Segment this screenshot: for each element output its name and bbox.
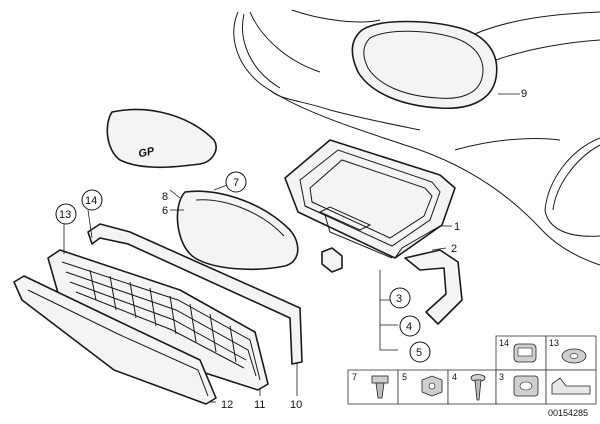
emblem-gp-logo: GP bbox=[137, 145, 156, 160]
callout-10: 10 bbox=[290, 399, 302, 411]
lower-grille-trim bbox=[13, 275, 217, 405]
grille-trim-strip bbox=[87, 223, 303, 365]
callout-9: 9 bbox=[521, 88, 527, 100]
callout-5: 5 bbox=[416, 347, 422, 359]
rubber-pad bbox=[321, 247, 343, 273]
radiator-grille bbox=[47, 249, 269, 391]
car-body-outline bbox=[233, 9, 600, 266]
callout-14: 14 bbox=[85, 195, 97, 207]
clip-icon bbox=[513, 343, 537, 363]
callout-circle-7 bbox=[225, 171, 247, 193]
legend-num-4: 4 bbox=[452, 372, 457, 382]
callout-3: 3 bbox=[396, 293, 402, 305]
callout-7: 7 bbox=[233, 177, 239, 189]
headlight-housing bbox=[351, 20, 498, 110]
emblem-plate: GP bbox=[106, 108, 217, 169]
callout-11: 11 bbox=[254, 399, 265, 411]
diagram-code: 00154285 bbox=[548, 408, 588, 418]
support-bracket bbox=[404, 249, 463, 325]
callout-circle-5 bbox=[409, 341, 431, 363]
callout-2: 2 bbox=[451, 243, 457, 255]
hex-nut-icon bbox=[421, 375, 443, 397]
spring-nut-icon bbox=[513, 375, 539, 397]
callout-13: 13 bbox=[59, 209, 71, 221]
legend-num-14: 14 bbox=[499, 338, 509, 348]
callout-4: 4 bbox=[406, 321, 412, 333]
grille-frame bbox=[284, 139, 456, 259]
callout-circle-13 bbox=[55, 203, 77, 225]
washer-icon bbox=[561, 348, 587, 364]
legend-num-3: 3 bbox=[499, 372, 504, 382]
callout-8: 8 bbox=[162, 191, 168, 203]
callout-1: 1 bbox=[454, 221, 460, 233]
cover-panel bbox=[176, 190, 299, 271]
wedge-icon bbox=[551, 377, 591, 395]
push-rivet-icon bbox=[371, 375, 389, 399]
callout-circle-3 bbox=[389, 287, 411, 309]
legend-num-13: 13 bbox=[549, 338, 559, 348]
legend-num-7: 7 bbox=[352, 372, 357, 382]
callout-12: 12 bbox=[221, 399, 233, 411]
screw-icon bbox=[470, 374, 486, 401]
fastener-legend: 14 13 7 5 4 3 bbox=[347, 335, 597, 405]
legend-num-5: 5 bbox=[402, 372, 407, 382]
callout-circle-4 bbox=[399, 315, 421, 337]
callout-circle-14 bbox=[81, 189, 103, 211]
callout-6: 6 bbox=[162, 205, 168, 217]
